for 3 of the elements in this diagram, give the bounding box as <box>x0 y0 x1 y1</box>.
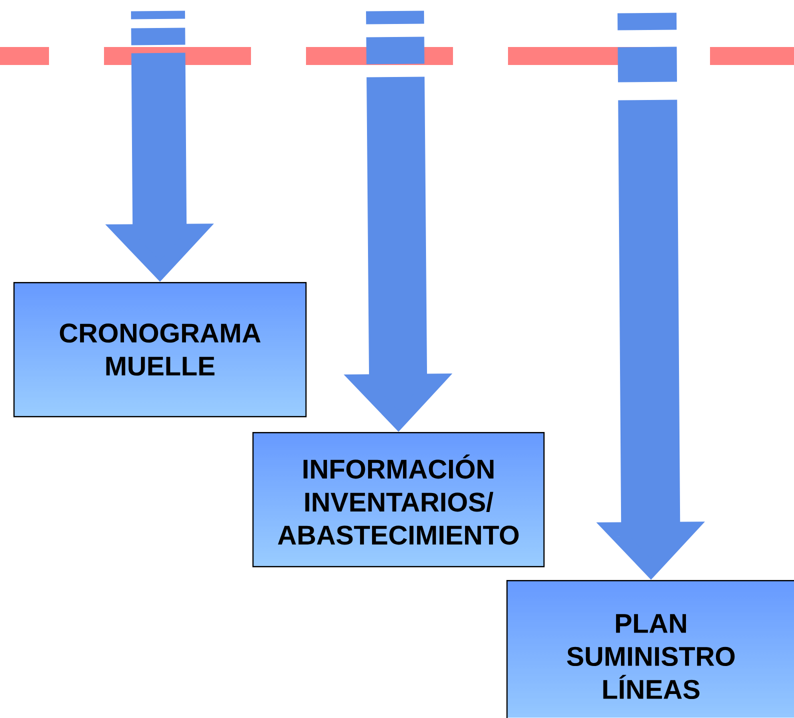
process-box: PLAN SUMINISTRO LÍNEAS <box>506 580 794 718</box>
process-box: CRONOGRAMA MUELLE <box>13 282 307 418</box>
process-box: INFORMACIÓN INVENTARIOS/ ABASTECIMIENTO <box>252 432 545 568</box>
